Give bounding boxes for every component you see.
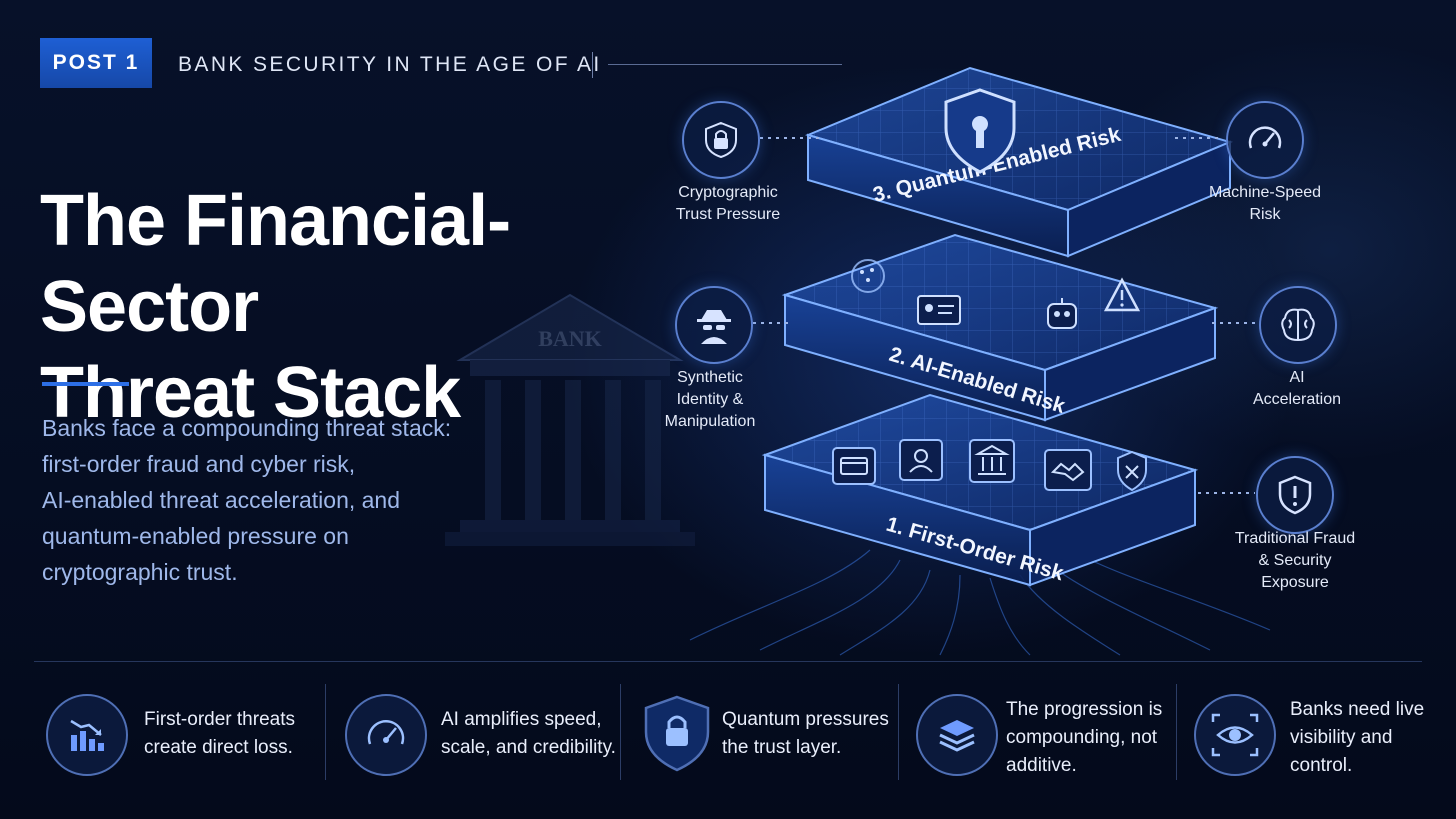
threat-stack-diagram: 1. First-Order Risk (689, 66, 1271, 656)
robot-icon (1047, 298, 1077, 329)
warning-icon (1103, 277, 1141, 312)
takeaway-line: scale, and credibility. (441, 737, 616, 758)
node-label-line: AI (1289, 369, 1305, 386)
node-cryptographic-trust (682, 101, 760, 179)
takeaway-icon (345, 694, 427, 776)
shield-icon (1117, 450, 1147, 492)
takeaway-line: First-order threats (144, 709, 295, 730)
id-card-icon (917, 295, 961, 325)
node-label-line: Machine-Speed (1208, 184, 1322, 201)
layers-icon (939, 720, 975, 752)
takeaway-text: Quantum pressures the trust layer. (722, 706, 889, 762)
takeaway-line: control. (1290, 755, 1353, 776)
footer-rule (34, 661, 1422, 662)
node-label-ai-acceleration: AI Acceleration (1212, 367, 1382, 411)
node-label-line: Manipulation (664, 413, 756, 430)
node-ai-acceleration (1259, 286, 1337, 364)
lock-shield-icon (705, 121, 737, 159)
node-label-line: Cryptographic (678, 184, 778, 201)
node-synthetic-identity (675, 286, 753, 364)
node-traditional-fraud (1256, 456, 1334, 534)
series-title: BANK SECURITY IN THE AGE OF AI (178, 53, 602, 76)
layer-ai-enabled: 2. AI-Enabled Risk (781, 233, 1219, 422)
takeaway-text: Banks need live visibility and control. (1290, 696, 1424, 780)
layer-quantum-enabled: 3. Quantum-Enabled Risk (804, 66, 1234, 258)
speedometer-icon (367, 720, 405, 745)
node-label-line: Risk (1249, 206, 1281, 223)
takeaway-text: The progression is compounding, not addi… (1006, 696, 1162, 780)
footer-takeaways: First-order threats create direct loss. … (0, 662, 1456, 819)
bank-building-icon: BANK (445, 293, 695, 546)
node-label-machine-speed: Machine-Speed Risk (1180, 182, 1350, 226)
node-label-traditional-fraud: Traditional Fraud & Security Exposure (1210, 528, 1380, 594)
bank-icon (969, 439, 1015, 483)
lock-shield-icon (644, 695, 710, 772)
title-line-2: Threat Stack (40, 353, 461, 433)
node-label-line: Identity & (676, 391, 744, 408)
takeaway-visibility: Banks need live visibility and control. (1194, 662, 1434, 819)
footer-separator (325, 684, 326, 780)
takeaway-quantum-pressure: Quantum pressures the trust layer. (638, 662, 898, 819)
node-label-line: Acceleration (1252, 391, 1342, 408)
credit-card-icon (832, 447, 876, 485)
footer-separator (1176, 684, 1177, 780)
takeaway-line: The progression is (1006, 699, 1163, 720)
node-label-synthetic-identity: Synthetic Identity & Manipulation (625, 367, 795, 433)
declining-chart-icon (70, 719, 104, 751)
header-rule (608, 64, 842, 65)
user-id-icon (899, 439, 943, 481)
takeaway-line: the trust layer. (722, 737, 842, 758)
alert-shield-icon (1278, 475, 1312, 515)
bank-sign: BANK (538, 326, 602, 351)
takeaway-text: AI amplifies speed, scale, and credibili… (441, 706, 616, 762)
node-label-line: & Security (1258, 552, 1332, 569)
title-line-1: The Financial-Sector (40, 181, 511, 347)
node-label-line: Synthetic (677, 369, 743, 386)
spy-icon (697, 310, 731, 344)
main-title: The Financial-Sector Threat Stack (40, 178, 680, 436)
takeaway-text: First-order threats create direct loss. (144, 706, 295, 762)
takeaway-icon (638, 694, 716, 772)
takeaway-line: Banks need live (1290, 699, 1425, 720)
takeaway-direct-loss: First-order threats create direct loss. (46, 662, 326, 819)
node-label-cryptographic-trust: Cryptographic Trust Pressure (643, 182, 813, 226)
node-label-line: Trust Pressure (675, 206, 781, 223)
header-separator (592, 52, 593, 78)
footer-separator (898, 684, 899, 780)
takeaway-line: Quantum pressures (722, 709, 889, 730)
post-badge: POST 1 (40, 38, 152, 88)
brain-icon (1281, 308, 1315, 342)
subtitle-line: first-order fraud and cyber risk, (42, 451, 356, 477)
subtitle-line: AI-enabled threat acceleration, and (42, 487, 401, 513)
takeaway-line: visibility and (1290, 727, 1393, 748)
takeaway-icon (916, 694, 998, 776)
node-machine-speed (1226, 101, 1304, 179)
takeaway-line: additive. (1006, 755, 1077, 776)
subtitle-line: quantum-enabled pressure on (42, 523, 349, 549)
takeaway-line: compounding, not (1006, 727, 1158, 748)
title-underline (42, 382, 129, 386)
subtitle-line: Banks face a compounding threat stack: (42, 415, 452, 441)
node-label-line: Exposure (1261, 574, 1329, 591)
node-label-line: Traditional Fraud (1234, 530, 1356, 547)
takeaway-ai-amplifies: AI amplifies speed, scale, and credibili… (345, 662, 620, 819)
handshake-icon (1044, 449, 1092, 491)
takeaway-line: create direct loss. (144, 737, 293, 758)
takeaway-line: AI amplifies speed, (441, 709, 602, 730)
layer-first-order: 1. First-Order Risk (761, 393, 1199, 587)
subtitle-line: cryptographic trust. (42, 559, 238, 585)
takeaway-icon (46, 694, 128, 776)
takeaway-icon (1194, 694, 1276, 776)
footer-separator (620, 684, 621, 780)
subtitle: Banks face a compounding threat stack: f… (42, 410, 482, 590)
eye-scan-icon (1211, 713, 1259, 757)
takeaway-compounding: The progression is compounding, not addi… (916, 662, 1176, 819)
node-connectors (753, 137, 1258, 494)
circuit-lines (689, 549, 1271, 656)
speedometer-icon (1248, 126, 1282, 149)
ai-head-icon (851, 259, 885, 293)
keyhole-shield-icon (944, 88, 1016, 174)
